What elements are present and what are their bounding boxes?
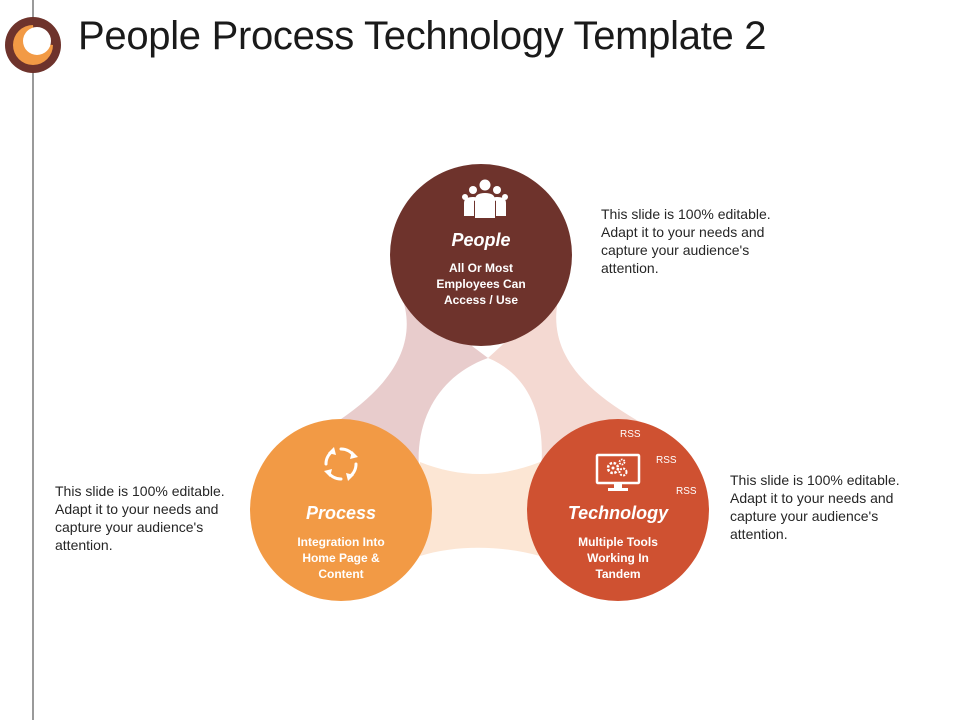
technology-subtitle: Multiple Tools Working In Tandem (578, 535, 658, 581)
cycle-arrows-icon (324, 447, 358, 481)
logo-icon (5, 17, 61, 73)
rss-label: RSS (620, 429, 641, 440)
technology-note: This slide is 100% editable. Adapt it to… (730, 472, 900, 542)
process-note: This slide is 100% editable. Adapt it to… (55, 483, 225, 553)
process-subtitle: Integration Into Home Page & Content (297, 535, 385, 581)
slide-title: People Process Technology Template 2 (78, 14, 767, 58)
rss-label: RSS (656, 455, 677, 466)
rss-label: RSS (676, 486, 697, 497)
people-subtitle: All Or Most Employees Can Access / Use (436, 261, 526, 307)
people-note: This slide is 100% editable. Adapt it to… (601, 206, 771, 276)
people-title: People (451, 230, 511, 250)
monitor-gears-icon (595, 453, 641, 491)
technology-title: Technology (567, 503, 669, 523)
left-divider-line (32, 0, 34, 720)
people-node: People All Or Most Employees Can Access … (390, 164, 572, 346)
technology-node: RSS RSS RSS Technology Multiple Tools Wo… (527, 419, 709, 601)
process-title: Process (305, 503, 377, 523)
people-group-icon (462, 179, 508, 218)
process-node: Process Integration Into Home Page & Con… (250, 419, 432, 601)
connector-process-technology (420, 462, 540, 556)
